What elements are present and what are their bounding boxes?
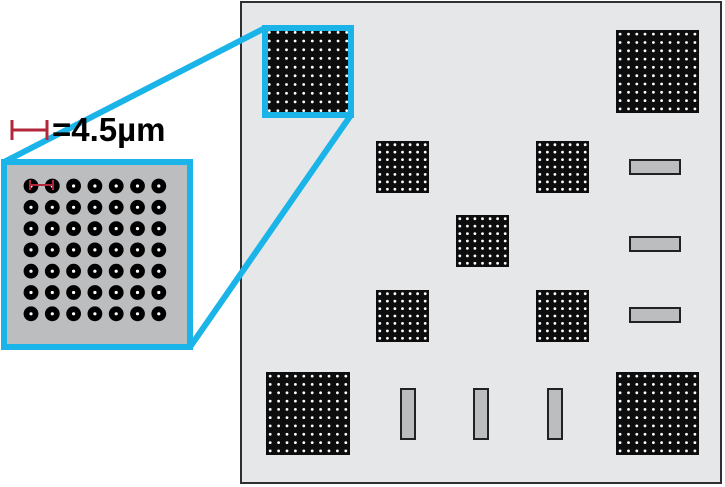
inset-hole <box>151 306 167 322</box>
inset-hole <box>44 221 60 237</box>
inset-hole <box>66 242 81 258</box>
inset-hole <box>87 178 103 194</box>
hole-array <box>616 30 699 113</box>
hole-array <box>536 141 589 193</box>
inset-hole <box>108 242 124 258</box>
inset-hole <box>151 242 167 258</box>
inset-hole <box>66 199 81 215</box>
inset-hole <box>151 199 167 215</box>
rectangular-pad <box>473 388 489 440</box>
inset-hole <box>44 285 60 300</box>
rectangular-pad <box>629 159 681 175</box>
inset-hole <box>130 285 145 300</box>
inset-hole <box>130 306 145 322</box>
hole-array <box>266 372 350 455</box>
inset-hole <box>44 306 60 322</box>
hole-array <box>376 141 429 193</box>
inset-dot-grid <box>23 178 167 322</box>
inset-hole <box>66 178 81 194</box>
inset-hole <box>151 221 167 237</box>
inset-hole <box>44 242 60 258</box>
inset-hole <box>87 263 103 279</box>
hole-array <box>456 215 509 267</box>
inset-hole <box>108 285 124 300</box>
hole-array <box>265 28 351 115</box>
inset-hole <box>130 178 145 194</box>
highlight-box <box>262 25 354 118</box>
inset-hole <box>130 221 145 237</box>
inset-hole <box>23 221 39 237</box>
hole-array <box>376 290 429 342</box>
inset-hole <box>87 199 103 215</box>
inset-hole <box>130 242 145 258</box>
inset-hole <box>130 263 145 279</box>
rectangular-pad <box>547 388 563 440</box>
hole-array <box>616 372 699 455</box>
rectangular-pad <box>629 236 681 252</box>
inset-hole <box>87 242 103 258</box>
inset-hole <box>108 263 124 279</box>
inset-hole <box>151 178 167 194</box>
inset-scale-marker <box>29 180 54 190</box>
rectangular-pad <box>629 307 681 323</box>
hole-array <box>536 290 589 342</box>
inset-hole <box>23 306 39 322</box>
hole-array-group <box>265 28 699 455</box>
inset-hole <box>23 242 39 258</box>
inset-hole <box>23 199 39 215</box>
inset-hole <box>87 306 103 322</box>
rectangular-pad <box>400 388 416 440</box>
inset-hole <box>87 221 103 237</box>
inset-hole <box>44 263 60 279</box>
inset-hole <box>66 285 81 300</box>
inset-hole <box>66 221 81 237</box>
inset-hole <box>108 306 124 322</box>
inset-hole <box>44 199 60 215</box>
inset-hole <box>87 285 103 300</box>
inset-hole <box>151 285 167 300</box>
scale-bar-icon <box>10 120 49 140</box>
zoom-connector-line-bottom <box>187 113 354 349</box>
inset-hole <box>108 221 124 237</box>
inset-hole <box>66 306 81 322</box>
inset-hole <box>23 263 39 279</box>
inset-hole <box>151 263 167 279</box>
inset-hole <box>130 199 145 215</box>
inset-hole <box>23 285 39 300</box>
inset-hole <box>108 178 124 194</box>
pad-group <box>400 159 681 440</box>
scale-label: =4.5µm <box>52 111 166 148</box>
inset-hole <box>66 263 81 279</box>
inset-hole <box>108 199 124 215</box>
